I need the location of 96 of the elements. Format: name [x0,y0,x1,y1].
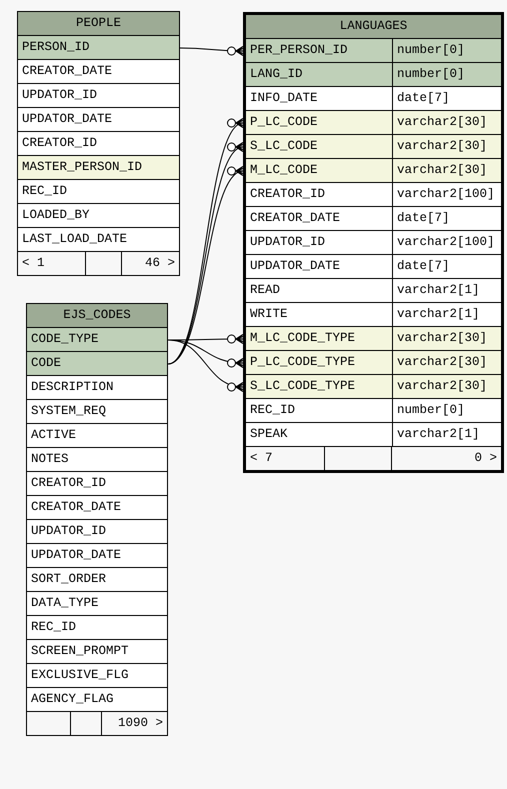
data-type: varchar2[30] [392,327,501,350]
table-row [246,231,501,255]
relationship-line [180,46,244,56]
column-name: P_LC_CODE_TYPE [249,354,356,371]
column-name: S_LC_CODE_TYPE [249,378,356,395]
column-name: WRITE [249,306,289,323]
column-name: UPDATOR_DATE [21,111,114,128]
data-type: number[0] [392,63,501,86]
column-name: NOTES [30,451,70,468]
relation-count: 0 > [473,450,498,467]
relation-count: 46 > [144,255,176,272]
column-name: LANG_ID [249,66,304,83]
relation-count: < 1 [21,255,46,272]
column-name: INFO_DATE [249,90,319,107]
data-type: date[7] [392,87,501,110]
column-name: DESCRIPTION [30,379,115,396]
data-type: varchar2[100] [392,231,501,254]
table-row [246,303,501,327]
column-name: REC_ID [30,619,78,636]
data-type: number[0] [392,39,501,62]
column-name: P_LC_CODE [249,114,319,131]
table-footer [246,447,501,470]
table-footer [27,712,167,735]
column-name: SYSTEM_REQ [30,403,108,420]
column-name: PERSON_ID [21,39,91,56]
data-type: varchar2[30] [392,351,501,374]
data-type: varchar2[30] [392,111,501,134]
data-type: varchar2[30] [392,135,501,158]
data-type: varchar2[100] [392,183,501,206]
table-name: LANGUAGES [246,15,501,39]
table-row [18,36,179,60]
column-name: CODE_TYPE [30,331,100,348]
column-name: M_LC_CODE_TYPE [249,330,356,347]
column-name: READ [249,282,282,299]
relationship-line [168,340,244,392]
table-row [246,135,501,159]
column-name: CODE [30,355,62,372]
column-name: SCREEN_PROMPT [30,643,130,660]
column-name: AGENCY_FLAG [30,691,115,708]
data-type: number[0] [392,399,501,422]
table-name: EJS_CODES [27,304,167,328]
column-name: DATA_TYPE [30,595,100,612]
database-table [243,12,504,473]
table-row [246,327,501,351]
data-type: date[7] [392,207,501,230]
column-name: CREATOR_ID [21,135,98,152]
column-name: MASTER_PERSON_ID [21,159,144,176]
data-type: varchar2[30] [392,159,501,182]
column-name: EXCLUSIVE_FLG [30,667,130,684]
column-name: SPEAK [249,426,289,443]
data-type: varchar2[30] [392,375,501,398]
table-row [246,111,501,135]
data-type: varchar2[1] [392,423,501,446]
column-name: ACTIVE [30,427,78,444]
table-row [246,207,501,231]
column-name: CREATOR_ID [30,475,108,492]
table-row [246,351,501,375]
column-name: LOADED_BY [21,207,91,224]
column-name: UPDATOR_DATE [249,258,342,275]
table-row [246,87,501,111]
column-name: UPDATOR_ID [21,87,98,104]
column-name: UPDATOR_DATE [30,547,122,564]
table-row [246,183,501,207]
table-row [246,279,501,303]
column-name: UPDATOR_ID [249,234,326,251]
data-type: varchar2[1] [392,279,501,302]
database-table [26,303,168,736]
column-name: CREATOR_DATE [21,63,114,80]
table-row [246,423,501,447]
data-type: varchar2[1] [392,303,501,326]
table-row [27,352,167,376]
table-footer [18,252,179,275]
data-type: date[7] [392,255,501,278]
column-name: SORT_ORDER [30,571,108,588]
column-name: CREATOR_ID [249,186,326,203]
table-row [246,159,501,183]
column-name: REC_ID [249,402,296,419]
column-name: CREATOR_DATE [30,499,122,516]
table-row [246,375,501,399]
column-name: UPDATOR_ID [30,523,108,540]
table-name: PEOPLE [18,12,179,36]
column-name: S_LC_CODE [249,138,319,155]
column-name: M_LC_CODE [249,162,319,179]
database-table [17,11,180,276]
column-name: REC_ID [21,183,68,200]
table-row [27,328,167,352]
column-name: PER_PERSON_ID [249,42,349,59]
relation-count: < 7 [249,450,274,467]
table-row [246,39,501,63]
table-row [246,255,501,279]
table-row [246,63,501,87]
column-name: CREATOR_DATE [249,210,342,227]
column-name: LAST_LOAD_DATE [21,231,128,248]
relation-count: 1090 > [116,715,164,732]
table-row [18,156,179,180]
table-row [246,399,501,423]
